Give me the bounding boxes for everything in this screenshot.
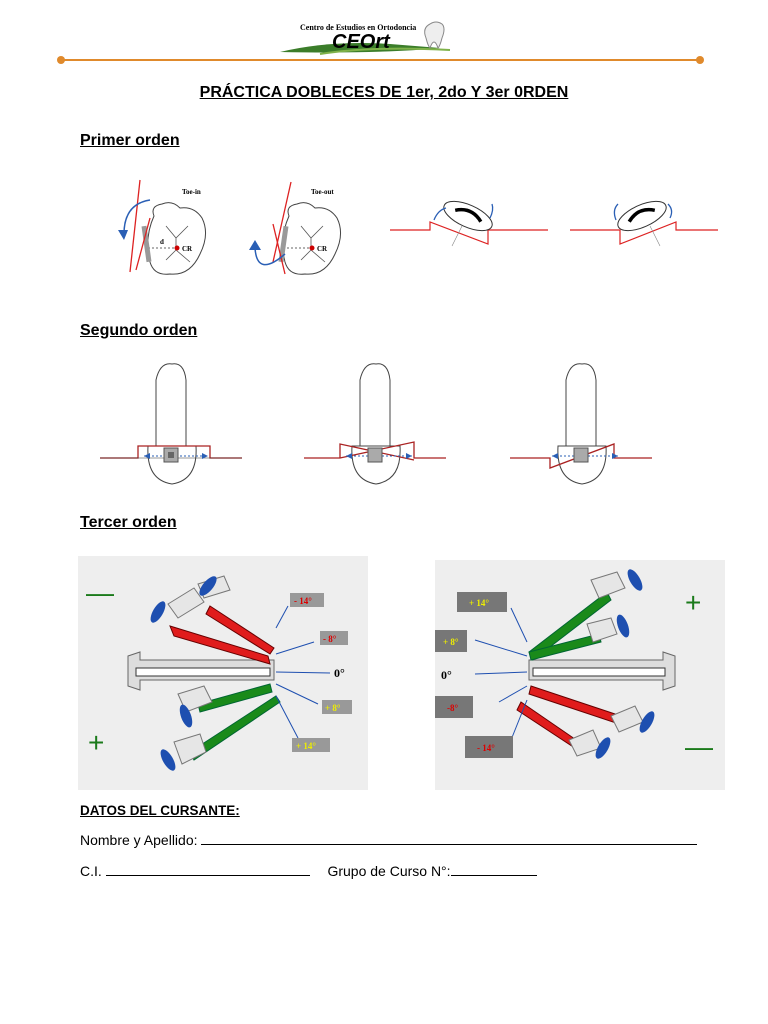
heading-primer-orden: Primer orden [80,132,180,149]
tag-left-plus-8: + 8° [325,703,341,713]
ci-input-line[interactable] [105,863,310,876]
ci-group-row: C.I. Grupo de Curso N°: [80,863,537,879]
toe-in-figure: Toe-in CR d [118,179,206,275]
form-heading: DATOS DEL CURSANTE: [80,803,240,818]
ceort-logo: Centro de Estudios en Ortodoncia CEOrt [270,18,470,58]
page-title: PRÁCTICA DOBLECES DE 1er, 2do Y 3er 0RDE… [199,84,569,101]
name-label: Nombre y Apellido: [80,832,198,848]
tag-right-minus-8: -8° [447,703,458,713]
cr-label-1: CR [182,245,193,253]
tooth-icon [424,21,445,49]
rule-dot-left [57,56,65,64]
rule-dot-right [696,56,704,64]
toe-out-figure: Toe-out CR [249,181,341,275]
logo-name: CEOrt [332,31,391,53]
tag-right-plus-8: + 8° [443,637,459,647]
tag-right-plus-14: + 14° [469,598,489,608]
logo-tagline: Centro de Estudios en Ortodoncia [300,23,416,32]
third-order-diagram-left: — + - 14° - 8° 0° + 8° + 14° [78,556,368,790]
tag-right-zero: 0° [441,668,452,682]
group-label: Grupo de Curso N°: [327,863,451,879]
d-label-1: d [160,238,164,246]
plus-sign-right: + [685,587,701,618]
group-input-line[interactable] [450,863,537,876]
second-order-figure-3 [510,363,652,485]
ci-label: C.I. [80,863,102,879]
name-input-line[interactable] [201,832,698,845]
first-order-wire-figure-1 [390,200,548,247]
heading-segundo-orden: Segundo orden [80,322,198,339]
tag-left-zero: 0° [334,666,345,680]
name-field-row: Nombre y Apellido: [80,832,698,848]
toe-out-label: Toe-out [311,188,334,196]
toe-in-label: Toe-in [182,188,201,196]
heading-tercer-orden: Tercer orden [80,514,177,531]
header-rule [60,59,700,61]
tag-left-minus-14: - 14° [294,596,312,606]
second-order-figure-2 [304,363,446,485]
tag-right-minus-14: - 14° [477,743,495,753]
tag-left-plus-14: + 14° [296,741,316,751]
first-order-wire-figure-2 [570,200,718,247]
minus-sign-left: — [86,577,114,608]
cr-label-2: CR [317,245,328,253]
plus-sign-left: + [88,727,104,758]
third-order-diagram-right: + — + 14° + 8° 0° -8° - 14° [435,560,725,790]
minus-sign-right: — [685,731,713,762]
tag-left-minus-8: - 8° [323,634,337,644]
second-order-figure-1 [100,363,242,485]
